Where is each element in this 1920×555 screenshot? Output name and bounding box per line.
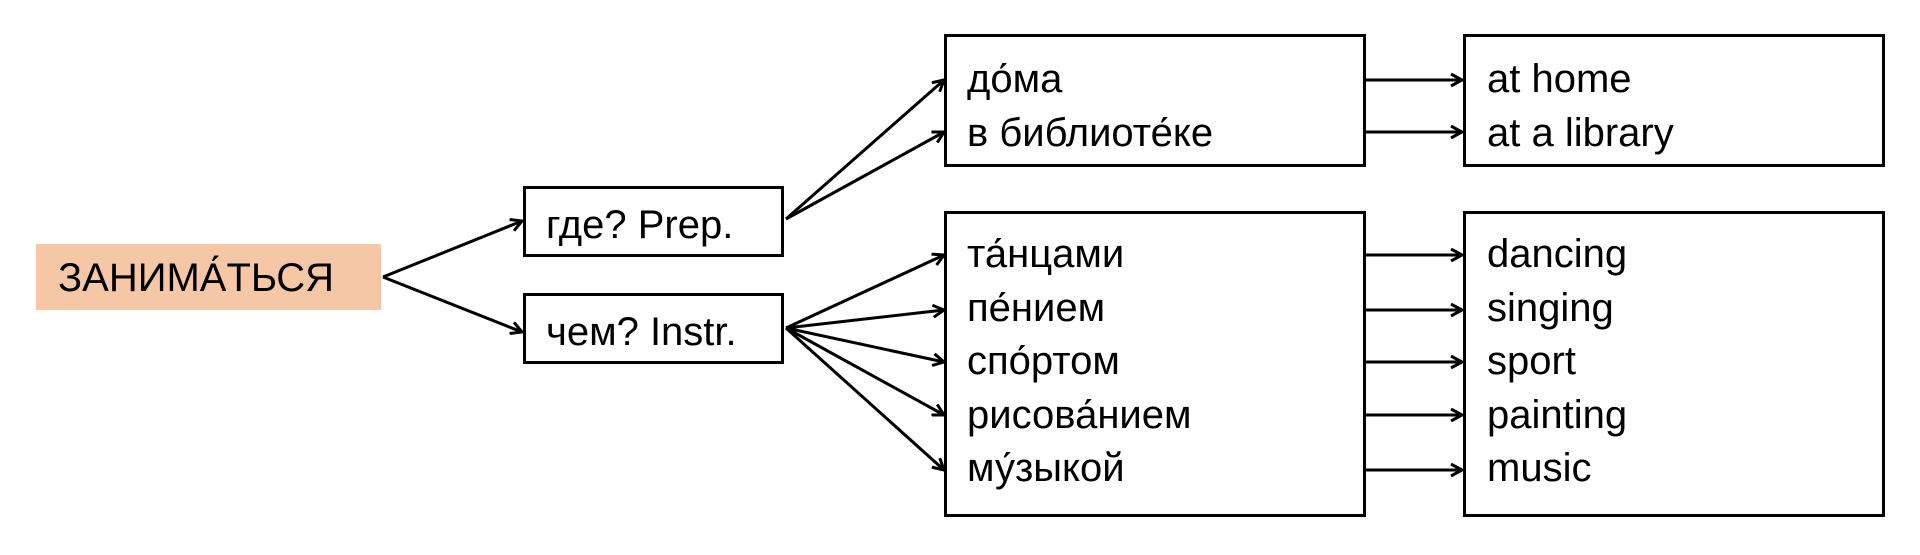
activity-english-dancing: dancing bbox=[1487, 232, 1628, 276]
place-english-library: at a library bbox=[1487, 111, 1674, 155]
activity-english-music: music bbox=[1487, 446, 1592, 490]
activities-english-box: dancing singing sport painting music bbox=[1463, 211, 1885, 517]
place-russian-home: до́ма bbox=[967, 57, 1063, 101]
arrow-what-to-singing bbox=[785, 310, 944, 330]
question-what-box: чем? Instr. bbox=[523, 293, 784, 364]
arrow-where-to-home bbox=[785, 80, 944, 221]
arrow-what-to-dancing bbox=[785, 255, 944, 330]
activity-russian-painting: рисова́нием bbox=[967, 393, 1192, 437]
activity-russian-music: му́зыкой bbox=[967, 446, 1125, 490]
activities-russian-box: та́нцами пе́нием спо́ртом рисова́нием му… bbox=[944, 211, 1366, 517]
arrow-root-to-where bbox=[382, 221, 522, 279]
root-verb-box: ЗАНИМА́ТЬСЯ bbox=[36, 244, 381, 310]
activity-english-singing: singing bbox=[1487, 286, 1614, 330]
activity-english-sport: sport bbox=[1487, 339, 1576, 383]
places-russian-box: до́ма в библиоте́ке bbox=[944, 34, 1366, 167]
arrow-what-to-music bbox=[784, 326, 944, 470]
activity-english-painting: painting bbox=[1487, 393, 1628, 437]
question-what-label: чем? Instr. bbox=[546, 310, 737, 354]
root-verb-label: ЗАНИМА́ТЬСЯ bbox=[58, 256, 335, 300]
activity-russian-dancing: та́нцами bbox=[967, 232, 1125, 276]
place-russian-library: в библиоте́ке bbox=[967, 111, 1214, 155]
place-english-home: at home bbox=[1487, 57, 1632, 101]
arrow-what-to-sport bbox=[785, 326, 944, 362]
activity-russian-singing: пе́нием bbox=[967, 286, 1106, 330]
activity-russian-sport: спо́ртом bbox=[967, 339, 1120, 383]
question-where-label: где? Prep. bbox=[546, 203, 734, 247]
places-english-box: at home at a library bbox=[1463, 34, 1885, 167]
arrow-where-to-library bbox=[785, 132, 944, 221]
arrow-what-to-painting bbox=[785, 326, 944, 415]
arrow-root-to-what bbox=[382, 275, 522, 332]
question-where-box: где? Prep. bbox=[523, 186, 784, 257]
